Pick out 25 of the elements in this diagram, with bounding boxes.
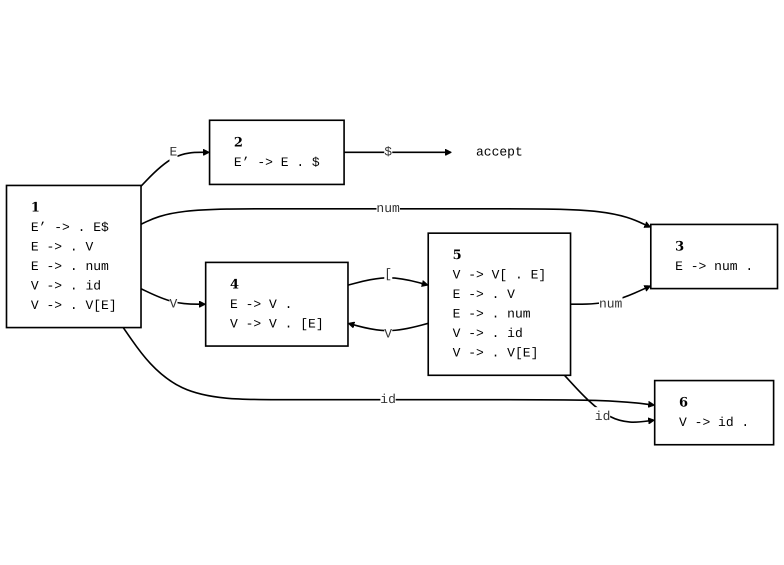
node-text: accept	[476, 145, 523, 160]
arrow	[140, 288, 206, 308]
node-box: 3 E -> num .	[650, 224, 778, 290]
node-box: 1 E’ -> . E$ E -> . V E -> . num V -> . id V -> . V[E]	[6, 184, 142, 328]
arrow	[344, 148, 452, 156]
edge-label: id	[594, 410, 610, 424]
node-box: 5 V -> V[ . E] E -> . V E -> . num V -> . id V -> . V[E]	[427, 232, 572, 376]
node-box: 4 E -> V . V -> V . [E]	[204, 262, 349, 347]
arrow	[348, 322, 428, 332]
node-box: 2 E’ -> E . $	[208, 119, 345, 186]
edge-label: num	[598, 296, 622, 312]
node-box: 6 V -> id .	[654, 380, 774, 446]
edge-label: num	[376, 201, 400, 216]
arrow	[140, 208, 652, 228]
arrow	[140, 148, 210, 187]
edge-label: $	[384, 145, 392, 160]
edge-label: E	[169, 145, 178, 160]
edge-label: V	[384, 326, 392, 342]
arrow	[564, 374, 655, 424]
arrow	[348, 277, 429, 287]
arrow	[122, 327, 655, 408]
edge-label: [	[384, 267, 392, 282]
arrow	[570, 285, 652, 306]
edge-label: V	[169, 296, 178, 312]
edge-label: id	[380, 392, 396, 407]
